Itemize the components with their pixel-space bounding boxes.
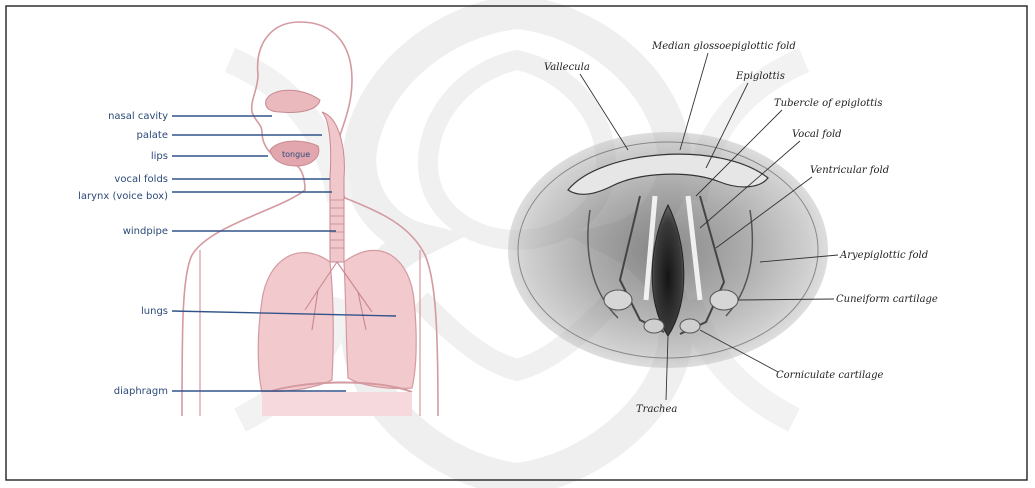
left-lung	[258, 253, 333, 392]
label-epiglottis: Epiglottis	[735, 71, 785, 82]
label-lips: lips	[151, 151, 168, 162]
larynx-illustration	[508, 132, 828, 368]
label-lungs: lungs	[141, 306, 168, 317]
label-median-fold: Median glossoepiglottic fold	[651, 41, 796, 52]
label-aryepiglottic-fold: Aryepiglottic fold	[839, 250, 928, 261]
label-nasal-cavity: nasal cavity	[108, 111, 168, 122]
label-trachea: Trachea	[636, 404, 677, 415]
label-windpipe: windpipe	[123, 226, 168, 237]
nasal-cavity-shape	[266, 90, 320, 112]
label-vallecula: Vallecula	[544, 62, 590, 73]
label-palate: palate	[137, 130, 168, 141]
label-corniculate: Corniculate cartilage	[776, 370, 884, 381]
label-cuneiform: Cuneiform cartilage	[836, 294, 938, 305]
label-ventricular-fold: Ventricular fold	[810, 165, 889, 176]
label-diaphragm: diaphragm	[114, 386, 168, 397]
label-vocal-fold: Vocal fold	[792, 129, 842, 140]
label-vocal-folds: vocal folds	[114, 174, 168, 185]
label-tubercle: Tubercle of epiglottis	[774, 98, 883, 109]
right-lung	[344, 250, 416, 388]
tongue-label: tongue	[282, 150, 310, 159]
label-larynx: larynx (voice box)	[78, 191, 168, 202]
